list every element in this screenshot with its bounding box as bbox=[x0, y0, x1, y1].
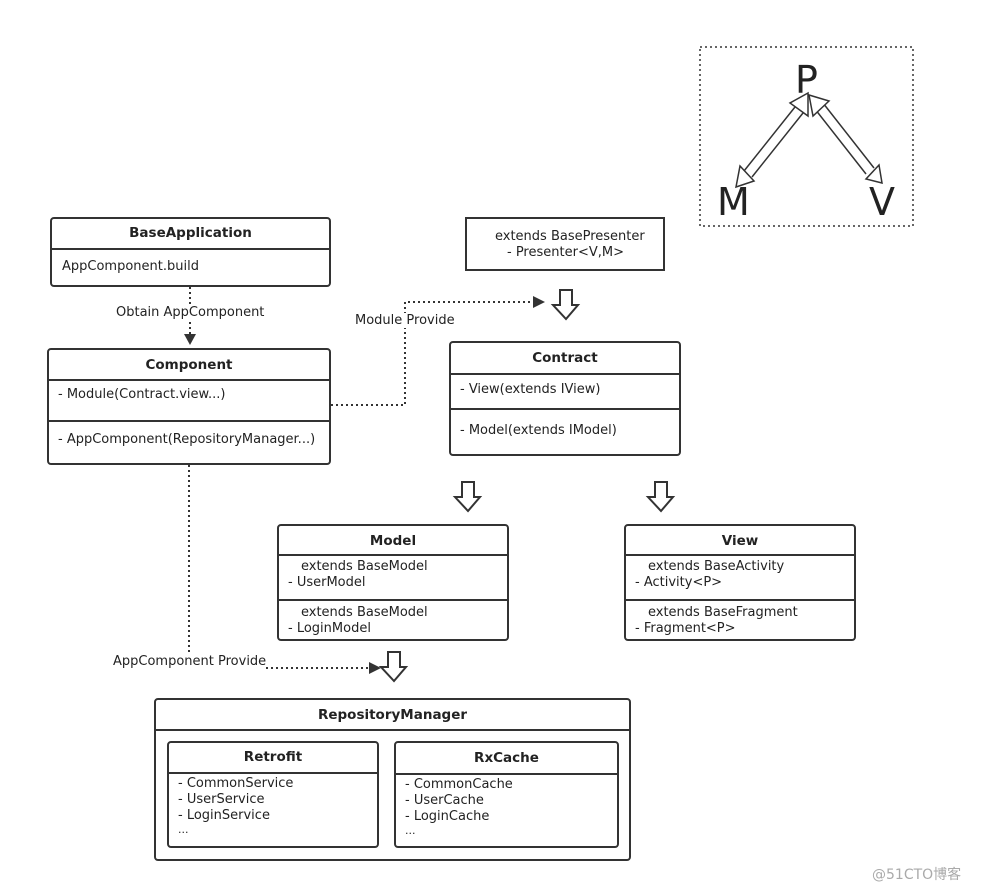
view-s1-extends: extends BaseActivity bbox=[648, 559, 785, 574]
p-m-double-arrow bbox=[735, 91, 809, 189]
contract-title: Contract bbox=[532, 350, 598, 366]
retrofit-box: Retrofit - CommonService - UserService -… bbox=[167, 741, 379, 848]
component-title: Component bbox=[145, 357, 233, 373]
mvp-p-label: P bbox=[795, 58, 818, 102]
appcomponent-provide-arrowhead bbox=[369, 662, 381, 674]
contract-item-view: - View(extends IView) bbox=[460, 382, 601, 397]
mvp-v-label: V bbox=[869, 180, 895, 224]
base-application-title: BaseApplication bbox=[129, 225, 252, 241]
appcomponent-provide-label: AppComponent Provide bbox=[113, 654, 267, 669]
rxcache-box: RxCache - CommonCache - UserCache - Logi… bbox=[394, 741, 619, 848]
contract-item-model: - Model(extends IModel) bbox=[460, 423, 617, 438]
model-s1-extends: extends BaseModel bbox=[301, 559, 428, 574]
down-arrow-to-view bbox=[645, 481, 676, 513]
retrofit-item: - CommonService bbox=[178, 776, 294, 791]
rxcache-item: - CommonCache bbox=[405, 777, 513, 792]
rxcache-item: ... bbox=[405, 824, 416, 837]
model-s2-extends: extends BaseModel bbox=[301, 605, 428, 620]
retrofit-item: - UserService bbox=[178, 792, 265, 807]
component-item-module: - Module(Contract.view...) bbox=[58, 387, 226, 402]
rxcache-item: - UserCache bbox=[405, 793, 484, 808]
p-v-double-arrow bbox=[808, 93, 883, 185]
component-box: Component - Module(Contract.view...) - A… bbox=[47, 348, 331, 465]
rxcache-title: RxCache bbox=[474, 750, 539, 766]
presenter-item: - Presenter<V,M> bbox=[507, 245, 624, 260]
mvp-frame bbox=[699, 46, 914, 227]
retrofit-title: Retrofit bbox=[243, 749, 303, 765]
retrofit-item: ... bbox=[178, 823, 189, 836]
repository-manager-box: RepositoryManager Retrofit - CommonServi… bbox=[154, 698, 631, 861]
module-provide-connector bbox=[331, 301, 534, 406]
down-arrow-to-repository bbox=[378, 651, 409, 683]
view-s2-extends: extends BaseFragment bbox=[648, 605, 798, 620]
mvp-m-label: M bbox=[717, 180, 750, 224]
model-s1-item: - UserModel bbox=[288, 575, 366, 590]
model-box: Model extends BaseModel - UserModel exte… bbox=[277, 524, 509, 641]
rxcache-item: - LoginCache bbox=[405, 809, 490, 824]
module-provide-arrowhead bbox=[533, 296, 545, 308]
presenter-box: extends BasePresenter - Presenter<V,M> bbox=[465, 217, 665, 271]
view-box: View extends BaseActivity - Activity<P> … bbox=[624, 524, 856, 641]
base-application-item: AppComponent.build bbox=[62, 259, 199, 274]
down-arrow-to-contract bbox=[550, 289, 581, 321]
obtain-appcomponent-label: Obtain AppComponent bbox=[116, 305, 265, 320]
view-title: View bbox=[721, 533, 759, 549]
base-application-box: BaseApplication AppComponent.build bbox=[50, 217, 331, 287]
module-provide-label: Module Provide bbox=[355, 313, 455, 328]
presenter-extends: extends BasePresenter bbox=[495, 229, 645, 244]
retrofit-item: - LoginService bbox=[178, 808, 270, 823]
component-item-appcomponent: - AppComponent(RepositoryManager...) bbox=[58, 432, 316, 447]
model-title: Model bbox=[369, 533, 417, 549]
view-s2-item: - Fragment<P> bbox=[635, 621, 736, 636]
obtain-arrowhead bbox=[184, 334, 196, 345]
contract-box: Contract - View(extends IView) - Model(e… bbox=[449, 341, 681, 456]
down-arrow-to-model bbox=[452, 481, 483, 513]
watermark: @51CTO博客 bbox=[872, 867, 962, 883]
view-s1-item: - Activity<P> bbox=[635, 575, 723, 590]
repository-manager-title: RepositoryManager bbox=[317, 707, 468, 723]
model-s2-item: - LoginModel bbox=[288, 621, 371, 636]
